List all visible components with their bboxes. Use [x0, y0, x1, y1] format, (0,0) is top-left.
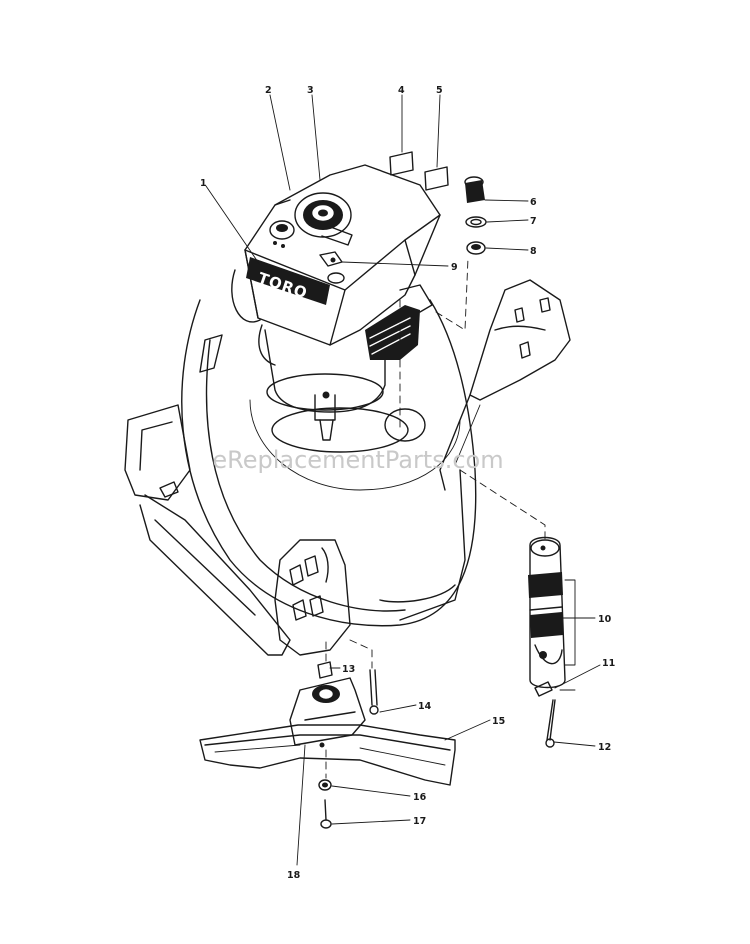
callout-labels: 1 2 3 4 5 6 7 8 9 10 11 12 13 14 15 16 1… — [200, 85, 615, 881]
callout-5: 5 — [436, 85, 443, 96]
callout-16: 16 — [413, 792, 427, 803]
callout-8: 8 — [530, 246, 537, 257]
callout-1: 1 — [200, 178, 207, 189]
callout-14: 14 — [418, 701, 432, 712]
knob-parts — [464, 176, 487, 255]
watermark: eReplacementParts.com — [212, 446, 503, 474]
wheel-assembly — [528, 536, 566, 748]
callout-7: 7 — [530, 216, 537, 227]
mower-deck — [124, 269, 571, 656]
leader-lines — [205, 94, 601, 866]
callout-18: 18 — [287, 870, 301, 881]
callout-11: 11 — [602, 658, 615, 669]
callout-4: 4 — [398, 85, 405, 96]
callout-6: 6 — [530, 197, 537, 208]
assembly-lines — [325, 257, 576, 779]
callout-12: 12 — [598, 742, 611, 753]
callout-3: 3 — [307, 85, 314, 96]
callout-9: 9 — [451, 262, 458, 273]
engine: TORO — [244, 164, 441, 441]
decals — [389, 151, 449, 191]
callout-13: 13 — [342, 664, 355, 675]
callout-2: 2 — [265, 85, 272, 96]
blade-assembly — [199, 661, 456, 829]
callout-10: 10 — [598, 614, 612, 625]
callout-17: 17 — [413, 816, 426, 827]
callout-15: 15 — [492, 716, 505, 727]
